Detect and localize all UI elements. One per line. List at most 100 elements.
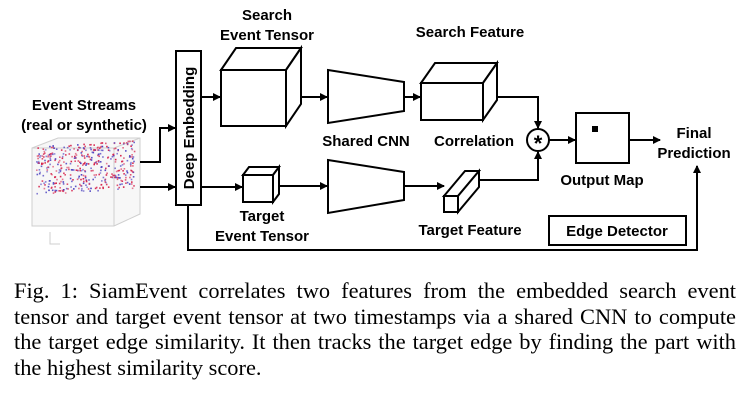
event-point bbox=[85, 164, 87, 166]
event-point bbox=[121, 160, 124, 163]
event-point bbox=[127, 140, 130, 143]
event-point bbox=[86, 162, 88, 165]
event-point bbox=[59, 156, 61, 158]
event-point bbox=[112, 154, 114, 156]
event-point bbox=[98, 173, 100, 176]
event-point bbox=[65, 154, 67, 156]
event-point bbox=[101, 180, 103, 182]
event-point bbox=[71, 169, 74, 171]
event-point bbox=[131, 157, 134, 160]
event-point bbox=[133, 160, 135, 163]
event-point bbox=[87, 163, 90, 165]
event-point bbox=[58, 171, 60, 174]
event-point bbox=[133, 185, 135, 187]
event-point bbox=[86, 155, 88, 158]
event-point bbox=[104, 169, 107, 172]
event-point bbox=[43, 182, 45, 185]
event-point bbox=[93, 162, 96, 164]
event-point bbox=[88, 179, 90, 181]
edge-detector-block bbox=[548, 215, 687, 246]
event-point bbox=[52, 153, 54, 156]
search-feature-to-correlation-arrow bbox=[497, 96, 542, 129]
event-point bbox=[54, 191, 57, 193]
search-tensor-label-2: Event Tensor bbox=[220, 27, 314, 44]
event-point bbox=[52, 145, 54, 147]
event-point bbox=[106, 172, 108, 175]
event-point bbox=[131, 140, 134, 143]
event-point bbox=[44, 149, 47, 151]
event-point bbox=[102, 187, 104, 190]
event-point bbox=[79, 161, 81, 164]
event-point bbox=[107, 146, 110, 149]
event-point bbox=[41, 158, 44, 160]
event-point bbox=[82, 163, 85, 165]
event-point bbox=[90, 159, 93, 161]
event-point bbox=[38, 172, 41, 175]
event-point bbox=[108, 165, 110, 167]
final-prediction-label-2: Prediction bbox=[657, 145, 730, 162]
event-point bbox=[37, 160, 40, 163]
event-point bbox=[123, 173, 125, 175]
event-point bbox=[60, 164, 62, 167]
event-point bbox=[99, 187, 101, 189]
event-point bbox=[49, 155, 51, 158]
event-point bbox=[80, 184, 82, 187]
event-point bbox=[119, 177, 121, 179]
event-point bbox=[54, 182, 56, 185]
event-point bbox=[37, 147, 39, 149]
event-point bbox=[41, 155, 44, 157]
event-point bbox=[131, 187, 134, 190]
event-point bbox=[128, 156, 131, 158]
event-point bbox=[116, 184, 119, 187]
deep-embedding-label: Deep Embedding bbox=[181, 67, 198, 190]
event-point bbox=[98, 155, 100, 158]
event-point bbox=[47, 166, 49, 168]
event-point bbox=[66, 146, 69, 149]
event-point bbox=[40, 183, 42, 186]
event-point bbox=[56, 178, 58, 181]
event-streams-label: Event Streams bbox=[32, 97, 136, 114]
event-point bbox=[38, 153, 40, 155]
event-point bbox=[83, 162, 86, 165]
event-point bbox=[88, 183, 91, 185]
event-point bbox=[84, 176, 87, 179]
event-point bbox=[79, 147, 81, 149]
event-point bbox=[125, 142, 128, 144]
event-point bbox=[68, 168, 70, 171]
event-point bbox=[113, 147, 116, 150]
event-point bbox=[99, 161, 102, 163]
event-point bbox=[65, 162, 68, 165]
event-point bbox=[79, 167, 81, 170]
event-point bbox=[117, 149, 119, 151]
event-point bbox=[90, 187, 92, 190]
event-point bbox=[115, 176, 117, 179]
event-point bbox=[49, 153, 52, 155]
event-point bbox=[107, 156, 110, 158]
event-point bbox=[114, 167, 116, 170]
event-point bbox=[59, 170, 62, 173]
event-point bbox=[100, 169, 102, 172]
event-point bbox=[47, 161, 49, 163]
event-point bbox=[120, 168, 123, 170]
event-point bbox=[47, 160, 50, 162]
event-point bbox=[101, 145, 104, 148]
event-point bbox=[71, 189, 73, 192]
event-point bbox=[130, 178, 133, 181]
event-point bbox=[129, 174, 132, 176]
event-point bbox=[80, 174, 83, 176]
event-point bbox=[121, 164, 124, 166]
event-point bbox=[55, 189, 58, 192]
event-point bbox=[50, 146, 53, 149]
event-point bbox=[126, 142, 129, 145]
event-point bbox=[61, 155, 64, 158]
event-point bbox=[93, 163, 95, 166]
event-point bbox=[44, 152, 46, 154]
event-point bbox=[69, 177, 72, 180]
target-event-tensor-cube bbox=[241, 164, 281, 205]
event-point bbox=[40, 165, 43, 168]
event-point bbox=[60, 180, 62, 183]
event-point bbox=[37, 157, 39, 160]
event-point bbox=[77, 160, 80, 162]
event-point bbox=[119, 142, 121, 145]
output-map-peak bbox=[592, 126, 598, 132]
